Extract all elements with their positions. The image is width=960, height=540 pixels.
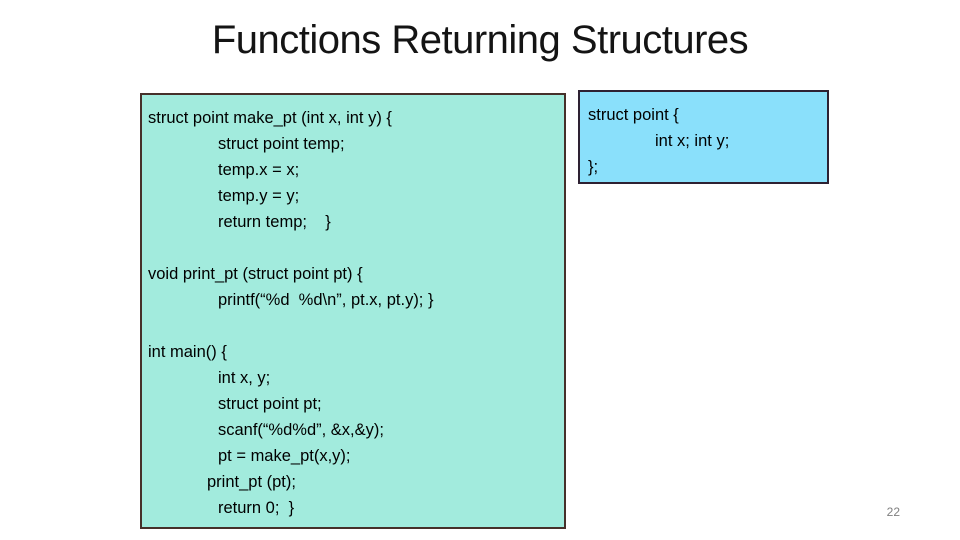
code-line: struct point temp; — [218, 135, 345, 153]
code-line: temp.x = x; — [218, 161, 300, 179]
code-line: int x; int y; — [655, 132, 730, 150]
code-line: }; — [588, 158, 599, 176]
code-line: struct point pt; — [218, 395, 322, 413]
code-line: temp.y = y; — [218, 187, 300, 205]
code-line: pt = make_pt(x,y); — [218, 447, 351, 465]
page-title: Functions Returning Structures — [211, 18, 749, 62]
code-line — [148, 313, 560, 339]
code-line: return temp; } — [218, 213, 331, 231]
code-box-functions: struct point make_pt (int x, int y) { str… — [140, 93, 566, 529]
code-line: struct point make_pt (int x, int y) { — [148, 109, 392, 127]
code-line — [148, 235, 560, 261]
code-line: int main() { — [148, 343, 227, 361]
code-line: printf(“%d %d\n”, pt.x, pt.y); } — [218, 291, 434, 309]
code-line: int x, y; — [218, 369, 271, 387]
code-line: void print_pt (struct point pt) { — [148, 265, 363, 283]
code-line: print_pt (pt); — [207, 473, 296, 491]
code-line: struct point { — [588, 106, 679, 124]
page-number: 22 — [886, 505, 900, 519]
code-line: scanf(“%d%d”, &x,&y); — [218, 421, 384, 439]
code-box-struct-definition: struct point { int x; int y;}; — [578, 90, 829, 184]
code-line: return 0; } — [218, 499, 295, 517]
